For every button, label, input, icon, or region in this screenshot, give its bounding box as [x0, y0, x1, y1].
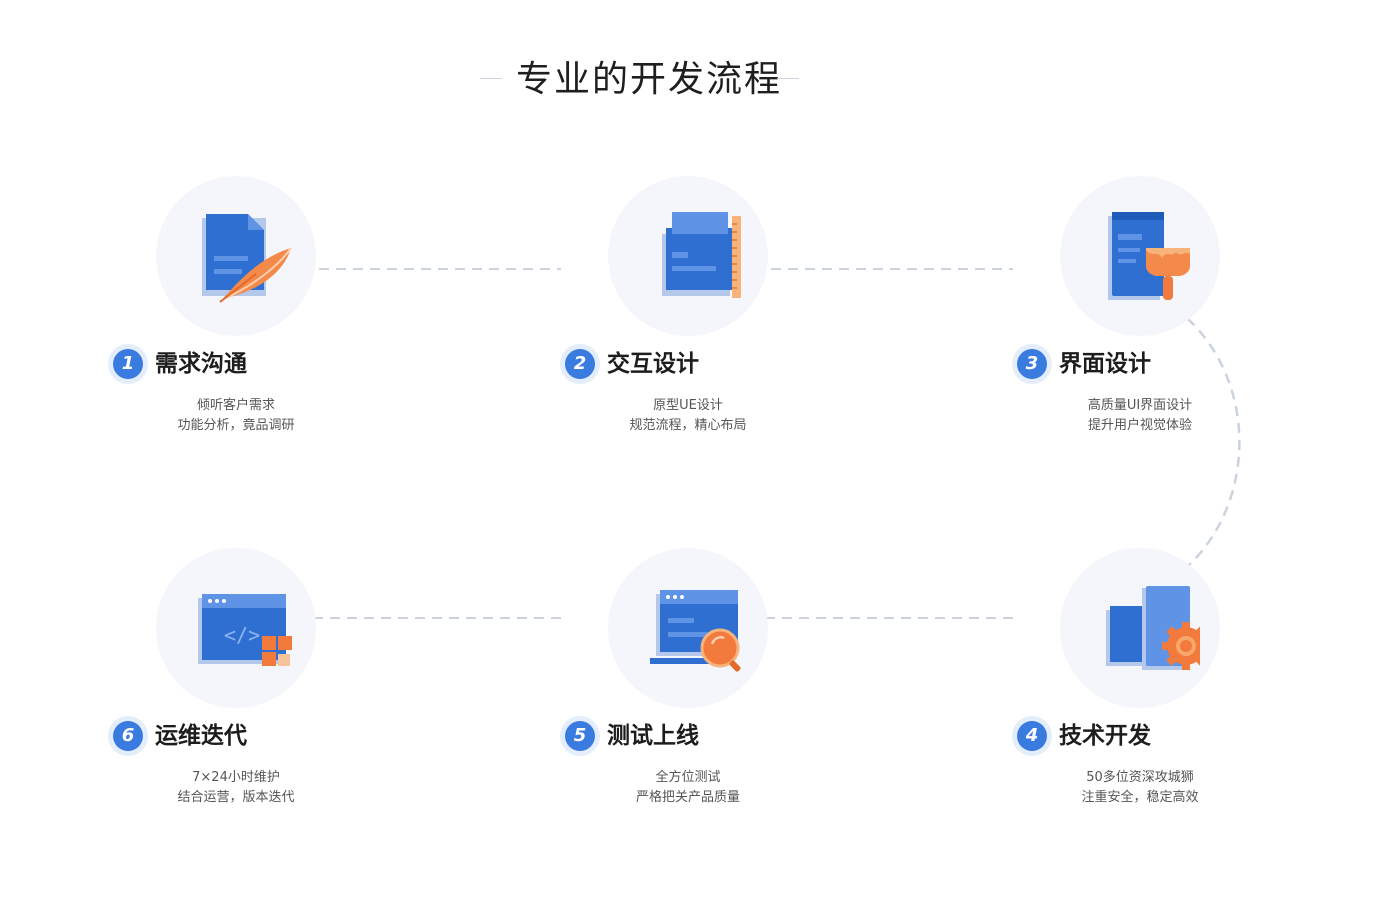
desc-line: 规范流程，精心布局 [629, 418, 747, 433]
step-description: 50多位资深攻城狮 注重安全，稳定高效 [1012, 768, 1268, 808]
desc-line: 功能分析，竟品调研 [177, 418, 295, 433]
connector-3-4 [1159, 296, 1241, 586]
step-number-badge: 1 [108, 344, 148, 384]
title-divider-right [777, 78, 799, 79]
desc-line: 提升用户视觉体验 [1087, 418, 1192, 433]
step-description: 7×24小时维护 结合运营，版本迭代 [108, 768, 364, 808]
section-header: 专业的开发流程 [0, 52, 1280, 108]
document-quill-icon [202, 214, 292, 303]
svg-text:</>: </> [224, 623, 260, 647]
step-illustration-bg [156, 176, 316, 336]
step-requirements: 1 需求沟通 倾听客户需求 功能分析，竟品调研 [108, 176, 368, 436]
step-illustration-bg [608, 548, 768, 708]
page-title: 专业的开发流程 [516, 59, 783, 100]
step-description: 原型UE设计 规范流程，精心布局 [560, 396, 816, 436]
desc-line: 原型UE设计 [653, 398, 723, 413]
desc-line: 高质量UI界面设计 [1087, 398, 1193, 413]
desc-line: 注重安全，稳定高效 [1081, 790, 1199, 805]
step-illustration-bg [1060, 176, 1220, 336]
step-development: 4 技术开发 50多位资深攻城狮 注重安全，稳定高效 [1012, 548, 1272, 808]
step-title: 需求沟通 [155, 351, 247, 377]
desc-line: 7×24小时维护 [192, 770, 280, 785]
step-illustration-bg: </> [156, 548, 316, 708]
code-window-blocks-icon: </> [198, 594, 292, 666]
phone-paintbrush-icon [1108, 212, 1190, 300]
step-illustration-bg [1060, 548, 1220, 708]
step-interaction-design: 2 交互设计 原型UE设计 规范流程，精心布局 [560, 176, 820, 436]
desc-line: 结合运营，版本迭代 [177, 790, 295, 805]
desc-line: 严格把关产品质量 [635, 790, 740, 805]
step-description: 倾听客户需求 功能分析，竟品调研 [108, 396, 364, 436]
desc-line: 50多位资深攻城狮 [1086, 770, 1194, 785]
step-title: 运维迭代 [155, 723, 247, 749]
step-title: 界面设计 [1059, 351, 1151, 377]
devices-gear-icon [1106, 586, 1200, 670]
step-ui-design: 3 界面设计 高质量UI界面设计 提升用户视觉体验 [1012, 176, 1272, 436]
step-number-badge: 4 [1012, 716, 1052, 756]
step-description: 高质量UI界面设计 提升用户视觉体验 [1012, 396, 1268, 436]
step-testing-launch: 5 测试上线 全方位测试 严格把关产品质量 [560, 548, 820, 808]
desc-line: 全方位测试 [655, 770, 721, 785]
step-number-badge: 6 [108, 716, 148, 756]
step-operations-iteration: </> 6 运维迭代 7×24小时维护 结合运营，版本迭代 [108, 548, 368, 808]
step-illustration-bg [608, 176, 768, 336]
step-description: 全方位测试 严格把关产品质量 [560, 768, 816, 808]
title-divider-left [480, 78, 502, 79]
desc-line: 倾听客户需求 [196, 398, 275, 413]
step-title: 技术开发 [1059, 723, 1151, 749]
step-number-badge: 2 [560, 344, 600, 384]
step-title: 交互设计 [607, 351, 699, 377]
step-number-badge: 5 [560, 716, 600, 756]
blueprint-ruler-icon [662, 212, 741, 298]
laptop-magnifier-icon [650, 590, 741, 672]
step-number-badge: 3 [1012, 344, 1052, 384]
step-title: 测试上线 [607, 723, 699, 749]
